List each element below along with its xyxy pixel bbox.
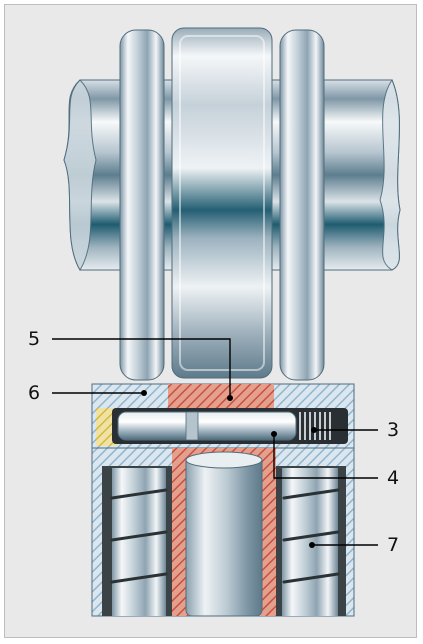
lower-body <box>91 447 355 617</box>
callout-label-3: 3 <box>387 419 399 441</box>
callout-label-7: 7 <box>387 534 399 556</box>
callout-5: 5 <box>28 328 233 401</box>
leader-dot-7 <box>309 542 315 548</box>
leader-dot-3 <box>311 427 317 433</box>
leader-dot-4 <box>271 431 277 437</box>
callout-label-4: 4 <box>387 467 399 489</box>
follower-walls <box>119 29 325 381</box>
callout-4: 4 <box>271 431 399 489</box>
callout-3: 3 <box>311 419 399 441</box>
leader-dot-5 <box>227 395 233 401</box>
callout-label-5: 5 <box>28 328 40 350</box>
callout-6: 6 <box>28 382 147 404</box>
tappet-housing <box>91 383 355 449</box>
leader-line-5 <box>52 338 231 398</box>
leader-dot-6 <box>141 390 147 396</box>
callout-label-6: 6 <box>28 382 40 404</box>
leader-line-4 <box>273 434 378 479</box>
callout-7: 7 <box>309 534 399 556</box>
roller <box>171 27 273 379</box>
